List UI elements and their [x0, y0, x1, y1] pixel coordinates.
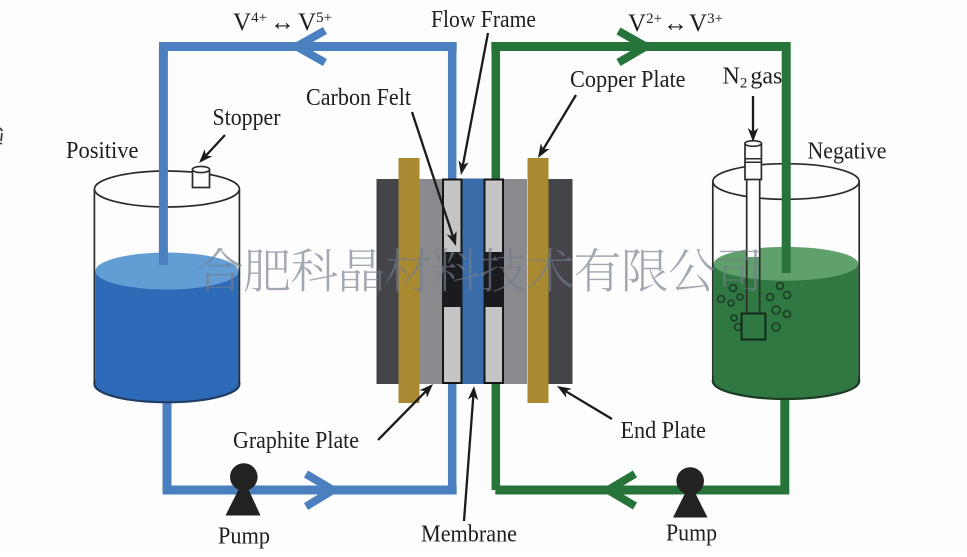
svg-text:Stopper: Stopper	[213, 105, 281, 131]
svg-text:V4+↔V5+: V4+↔V5+	[233, 9, 332, 36]
svg-text:Pump: Pump	[666, 521, 717, 547]
svg-text:Pump: Pump	[218, 524, 270, 550]
svg-text:Negative: Negative	[808, 139, 887, 165]
svg-text:Positive: Positive	[66, 138, 139, 164]
svg-text:Carbon Felt: Carbon Felt	[306, 85, 411, 111]
svg-text:Graphite Plate: Graphite Plate	[233, 428, 359, 454]
svg-text:End Plate: End Plate	[621, 418, 707, 444]
svg-text:Membrane: Membrane	[421, 522, 517, 548]
svg-text:Flow Frame: Flow Frame	[431, 7, 536, 33]
svg-text:Copper Plate: Copper Plate	[570, 67, 686, 93]
